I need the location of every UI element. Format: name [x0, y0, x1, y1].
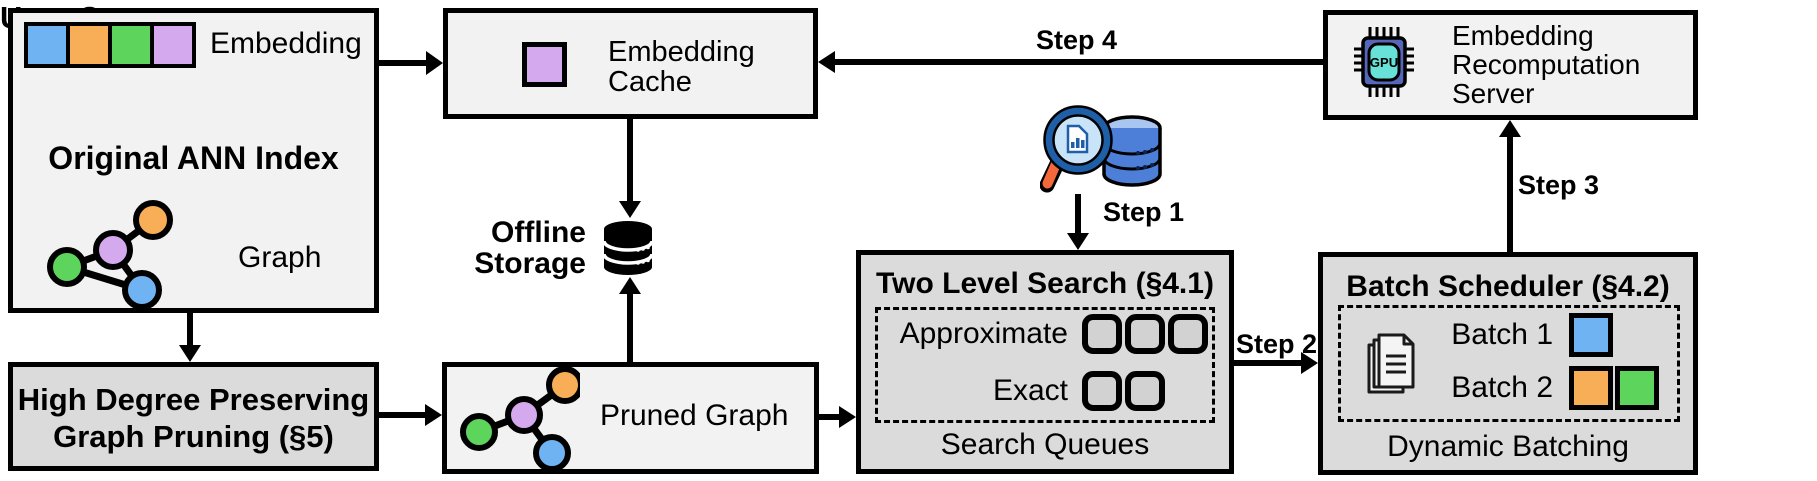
- ann-index-title: Original ANN Index: [48, 140, 339, 176]
- exact-label: Exact: [992, 374, 1068, 407]
- arrow-ann-to-pruning: [179, 313, 201, 362]
- arrow-pruned-graph-to-search: [819, 406, 856, 428]
- search-queues-caption: Search Queues: [940, 428, 1150, 461]
- documents-stack-icon: [1367, 333, 1415, 394]
- gpu-chip-icon: GPU: [1354, 27, 1414, 97]
- ers-label-line1: Embedding: [1452, 20, 1594, 51]
- embedding-cell-purple: [154, 26, 192, 64]
- dynamic-batching-caption: Dynamic Batching: [1387, 430, 1629, 463]
- batch1-label: Batch 1: [1451, 318, 1553, 351]
- batch2-orange-square: [1569, 366, 1613, 410]
- graph-label: Graph: [238, 241, 322, 274]
- embedding-cell-orange: [70, 26, 108, 64]
- graph-pruning-box: High Degree Preserving Graph Pruning (§5…: [8, 362, 379, 471]
- exact-queue-slots: [1082, 371, 1165, 411]
- original-ann-index-box: Embedding Original ANN Index Graph: [8, 8, 379, 313]
- approximate-queue-slots: [1082, 314, 1208, 354]
- step2-label: Step 2: [1236, 329, 1318, 359]
- purple-embedding-square-icon: [522, 42, 567, 87]
- arrow-pruned-graph-to-storage: [619, 277, 641, 362]
- embedding-cell-green: [112, 26, 150, 64]
- batch2-green-square: [1615, 366, 1659, 410]
- embedding-vector-icon: [24, 22, 196, 68]
- embedding-recomputation-server-box: GPU Embedding Recomputation Server: [1323, 10, 1698, 120]
- batch2-squares: [1569, 366, 1659, 410]
- graph-icon: [47, 200, 173, 310]
- ers-label-line3: Server: [1452, 78, 1535, 109]
- database-stack-icon: [602, 221, 654, 275]
- embedding-cache-label-line1: Embedding: [608, 36, 755, 68]
- arrow-ann-to-cache: [379, 51, 443, 75]
- search-queues-dashed-box: Approximate Exact: [875, 307, 1215, 423]
- embedding-cache-box: Embedding Cache: [443, 8, 818, 119]
- embedding-cache-label-line2: Cache: [608, 66, 692, 98]
- queue-slot: [1168, 314, 1208, 354]
- two-level-search-box: Two Level Search (§4.1) Approximate Exac…: [856, 250, 1234, 474]
- pruned-graph-box: Pruned Graph: [442, 362, 819, 474]
- pruned-graph-icon: [460, 367, 580, 471]
- graph-pruning-line1: High Degree Preserving: [17, 382, 370, 417]
- arrow-pruning-to-pruned-graph: [379, 404, 442, 426]
- queue-slot: [1082, 371, 1122, 411]
- step1-label: Step 1: [1103, 197, 1185, 227]
- batch1-squares: [1569, 313, 1613, 357]
- step4-label: Step 4: [1036, 25, 1118, 55]
- arrow-step1-query-to-search: [1067, 194, 1089, 250]
- batch-scheduler-title: Batch Scheduler (§4.2): [1346, 270, 1670, 303]
- queue-slot: [1125, 314, 1165, 354]
- two-level-search-title: Two Level Search (§4.1): [876, 267, 1214, 300]
- batch2-label: Batch 2: [1451, 371, 1553, 404]
- embedding-cell-blue: [28, 26, 66, 64]
- pruned-graph-label: Pruned Graph: [600, 399, 789, 432]
- offline-storage-line1: Offline: [491, 216, 586, 249]
- graph-pruning-line2: Graph Pruning (§5): [53, 419, 334, 454]
- approximate-label: Approximate: [899, 317, 1068, 350]
- gpu-chip-label: GPU: [1370, 55, 1398, 70]
- step3-label: Step 3: [1518, 170, 1600, 200]
- offline-storage-line2: Storage: [474, 247, 586, 280]
- offline-storage-label: Offline Storage: [474, 217, 586, 279]
- queue-slot: [1082, 314, 1122, 354]
- dynamic-batching-dashed-box: Batch 1 Batch 2: [1338, 305, 1680, 422]
- arrow-cache-to-storage: [619, 119, 641, 218]
- batch1-blue-square: [1569, 313, 1613, 357]
- batch-scheduler-box: Batch Scheduler (§4.2) Batch 1: [1318, 252, 1698, 475]
- embedding-label: Embedding: [210, 27, 362, 60]
- magnifier-over-database-icon: [1040, 105, 1162, 193]
- queue-slot: [1125, 371, 1165, 411]
- ers-label-line2: Recomputation: [1452, 49, 1641, 80]
